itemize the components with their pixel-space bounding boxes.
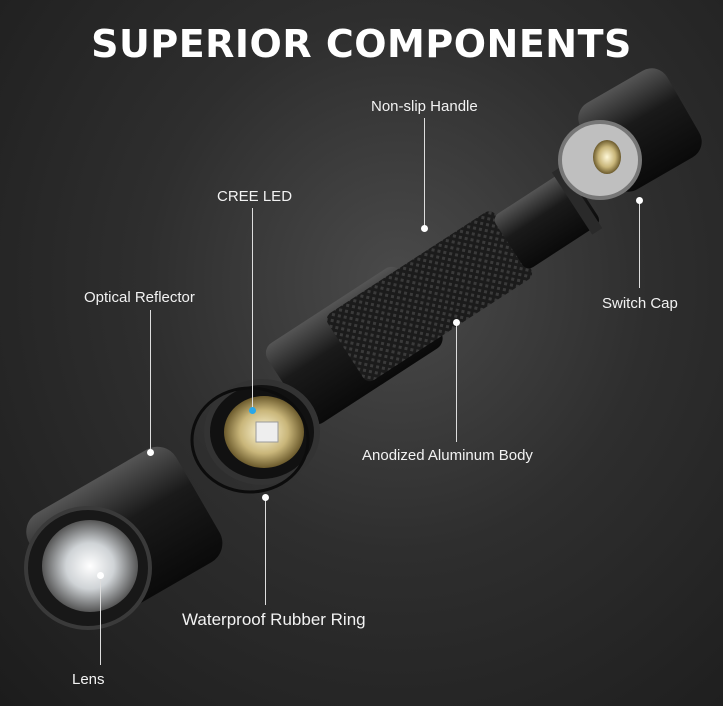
marker-dot: [262, 494, 269, 501]
leader-line: [639, 200, 640, 288]
rubber-ring: [190, 386, 310, 494]
leader-line: [424, 118, 425, 228]
label-optical-reflector: Optical Reflector: [84, 289, 195, 306]
knurled-handle: [326, 211, 533, 382]
leader-line: [100, 575, 101, 665]
lens-glass: [42, 520, 138, 612]
label-switch-cap: Switch Cap: [602, 295, 678, 312]
label-lens: Lens: [72, 671, 105, 688]
label-waterproof-rubber-ring: Waterproof Rubber Ring: [182, 610, 366, 629]
marker-dot: [97, 572, 104, 579]
page-title: SUPERIOR COMPONENTS: [91, 22, 632, 66]
label-non-slip-handle: Non-slip Handle: [371, 98, 478, 115]
marker-dot: [421, 225, 428, 232]
label-cree-led: CREE LED: [217, 188, 293, 205]
led-chip: [255, 421, 279, 443]
leader-line: [150, 310, 151, 452]
marker-dot: [249, 407, 256, 414]
leader-line: [265, 497, 266, 605]
leader-line: [252, 208, 253, 410]
leader-line: [456, 322, 457, 442]
marker-dot: [636, 197, 643, 204]
label-anodized-aluminum-body: Anodized Aluminum Body: [362, 447, 533, 464]
marker-dot: [453, 319, 460, 326]
marker-dot: [147, 449, 154, 456]
